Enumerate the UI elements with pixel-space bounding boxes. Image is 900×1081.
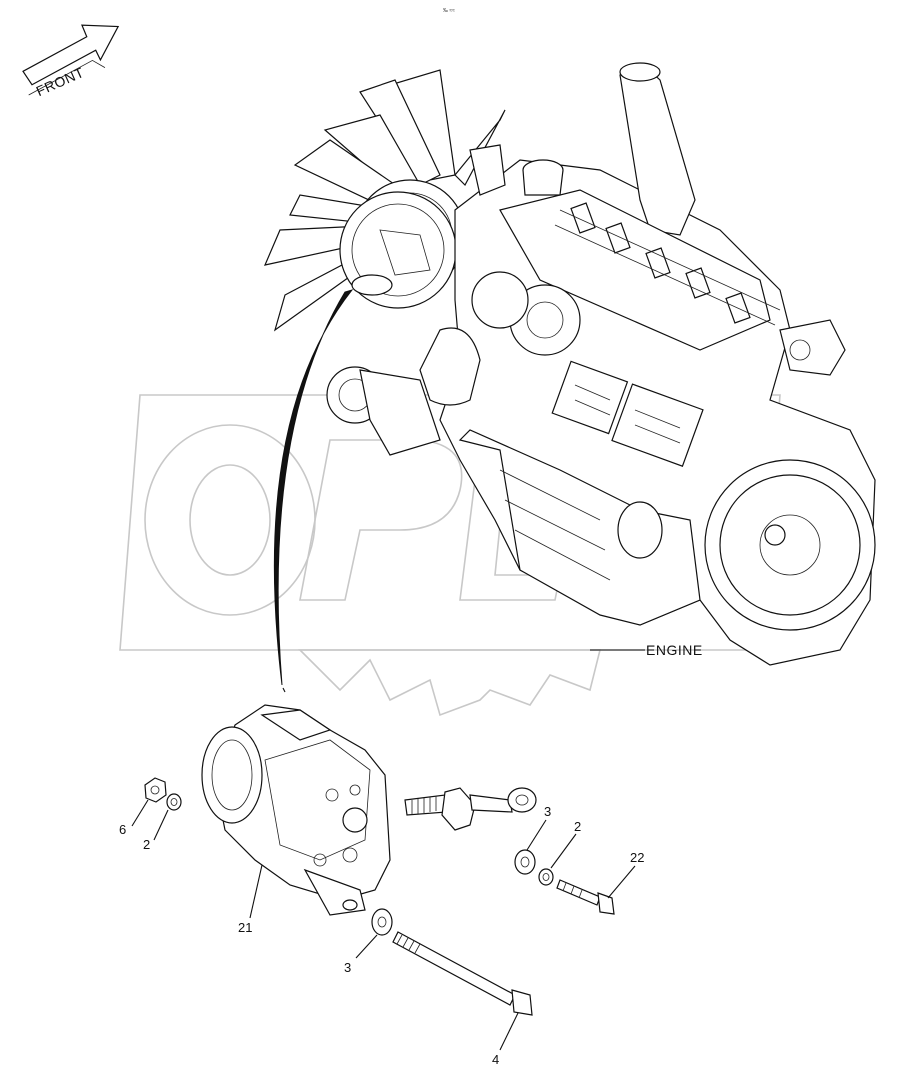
front-arrow: FRONT (22, 24, 120, 99)
washer-3-lower (371, 908, 393, 936)
alternator (201, 704, 391, 916)
callout-6: 6 (119, 822, 126, 837)
washer-3-right (514, 849, 536, 875)
engine-body (326, 62, 876, 666)
top-mark: ‰ ≈≈ (443, 8, 455, 14)
bolt-22 (556, 879, 615, 915)
washer-2-left (166, 793, 182, 811)
callout-4: 4 (492, 1052, 499, 1067)
nut-6 (144, 777, 167, 803)
callout-21: 21 (238, 920, 252, 935)
callout-3-lower: 3 (344, 960, 351, 975)
engine-label: ENGINE (646, 642, 703, 658)
fan-assembly (263, 69, 506, 332)
callout-labels: 6 2 21 3 3 2 22 4 (119, 804, 644, 1067)
callout-3-right: 3 (544, 804, 551, 819)
callout-22: 22 (630, 850, 644, 865)
callout-2-left: 2 (143, 837, 150, 852)
washer-2-right (538, 868, 554, 886)
leader-lines (131, 799, 636, 1051)
adjuster-assembly (404, 787, 537, 831)
detail-pointer (273, 289, 354, 693)
callout-2-right: 2 (574, 819, 581, 834)
bolt-4 (392, 931, 533, 1016)
